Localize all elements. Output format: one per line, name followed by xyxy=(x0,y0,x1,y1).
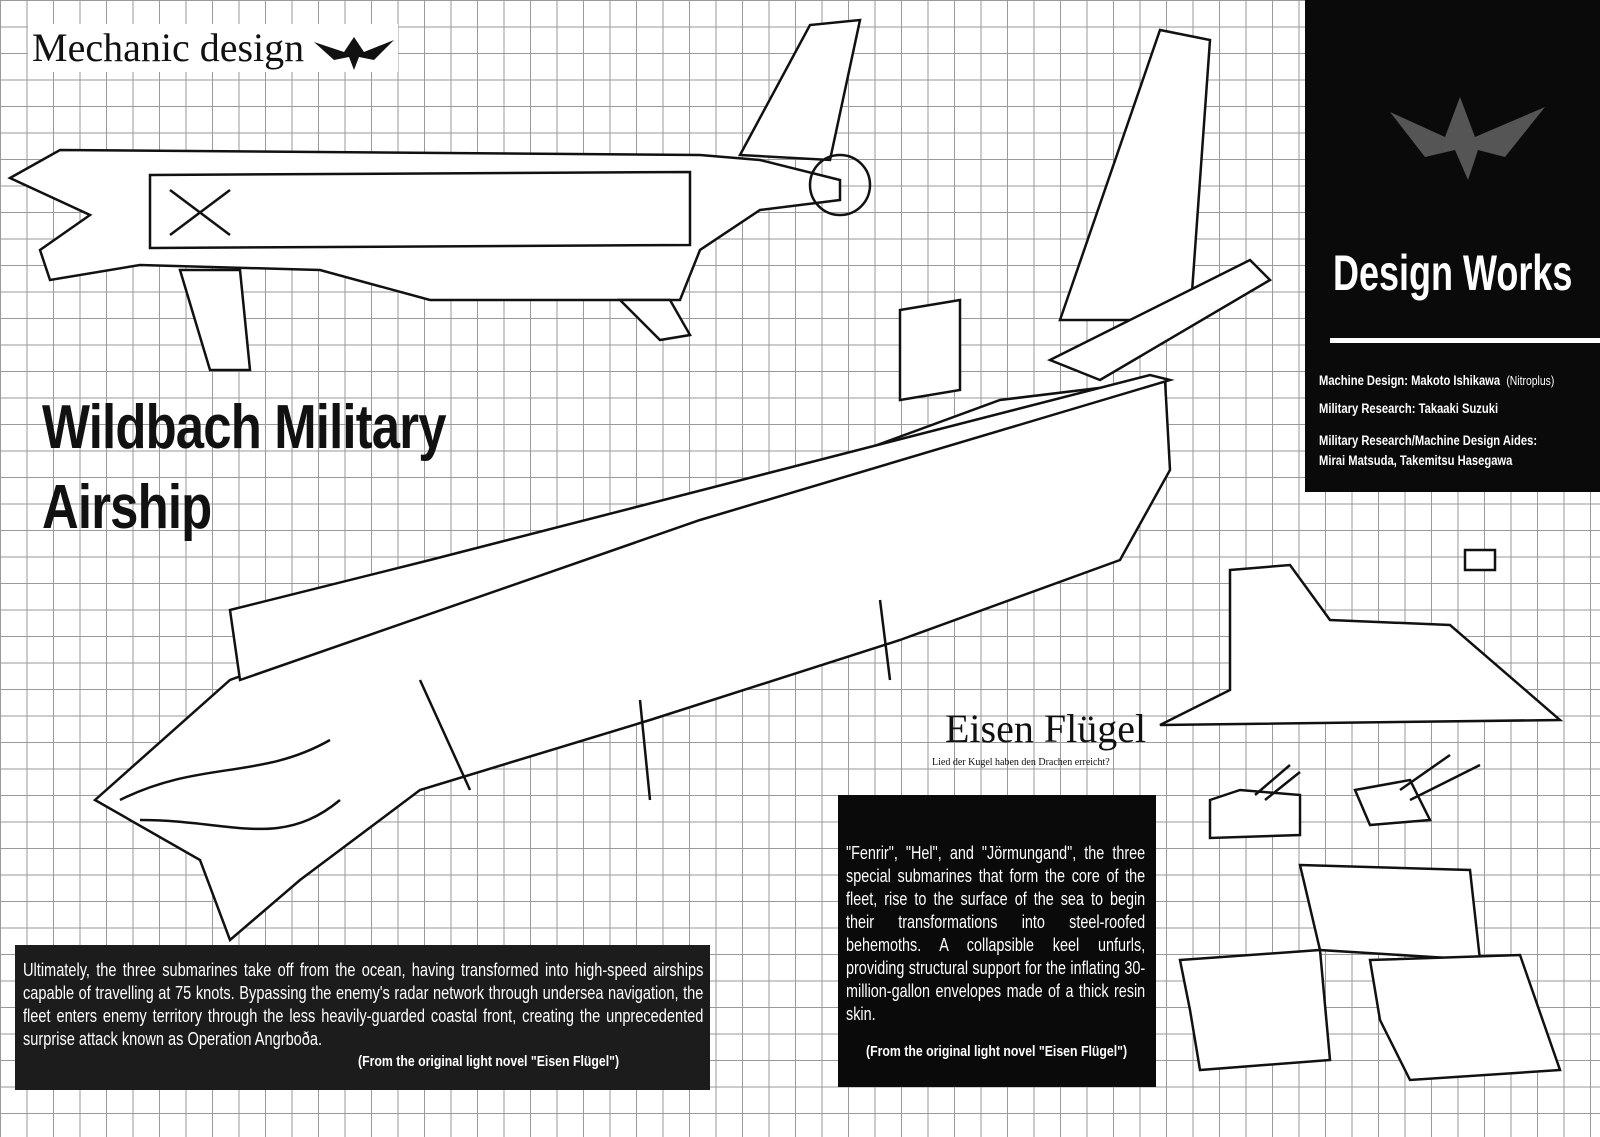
source-citation: (From the original light novel "Eisen Fl… xyxy=(358,1053,620,1070)
description-box-left: Ultimately, the three submarines take of… xyxy=(15,945,710,1090)
title-line-2: Airship xyxy=(42,473,212,542)
description-text: "Fenrir", "Hel", and "Jörmungand", the t… xyxy=(846,843,1146,1024)
page-title: Wildbach Military Airship xyxy=(42,388,447,548)
design-works-heading: Design Works xyxy=(1333,245,1573,301)
turret-sketch xyxy=(1208,753,1481,840)
header-label: Mechanic design xyxy=(32,25,305,70)
credit-military-research: Military Research: Takaaki Suzuki xyxy=(1319,400,1499,416)
bridge-detail-sketch xyxy=(1159,548,1564,727)
perspective-airship-sketch xyxy=(92,28,1273,943)
divider xyxy=(1330,338,1600,343)
eisen-flugel-subtitle: Lied der Kugel haben den Drachen erreich… xyxy=(932,757,1110,768)
credit-aides-names: Mirai Matsuda, Takemitsu Hasegawa xyxy=(1319,452,1513,468)
mechanic-design-header: Mechanic design xyxy=(28,24,399,72)
credit-note: (Nitroplus) xyxy=(1506,373,1555,388)
credit-aides-label: Military Research/Machine Design Aides: xyxy=(1319,432,1538,448)
eisen-flugel-logo: Eisen Flügel xyxy=(945,706,1147,751)
dragon-emblem-icon xyxy=(1390,97,1545,180)
dragon-emblem-icon xyxy=(314,36,395,70)
credit-text: Machine Design: Makoto Ishikawa xyxy=(1319,372,1501,388)
credit-machine-design: Machine Design: Makoto Ishikawa (Nitropl… xyxy=(1319,372,1554,388)
design-works-panel: Design Works Machine Design: Makoto Ishi… xyxy=(1305,0,1600,492)
source-citation: (From the original light novel "Eisen Fl… xyxy=(866,1043,1128,1060)
title-line-1: Wildbach Military xyxy=(42,393,447,462)
description-text: Ultimately, the three submarines take of… xyxy=(23,960,704,1049)
bow-detail-sketch xyxy=(1178,863,1562,1082)
description-box-right: "Fenrir", "Hel", and "Jörmungand", the t… xyxy=(838,795,1156,1087)
side-view-airship-sketch xyxy=(7,18,872,372)
